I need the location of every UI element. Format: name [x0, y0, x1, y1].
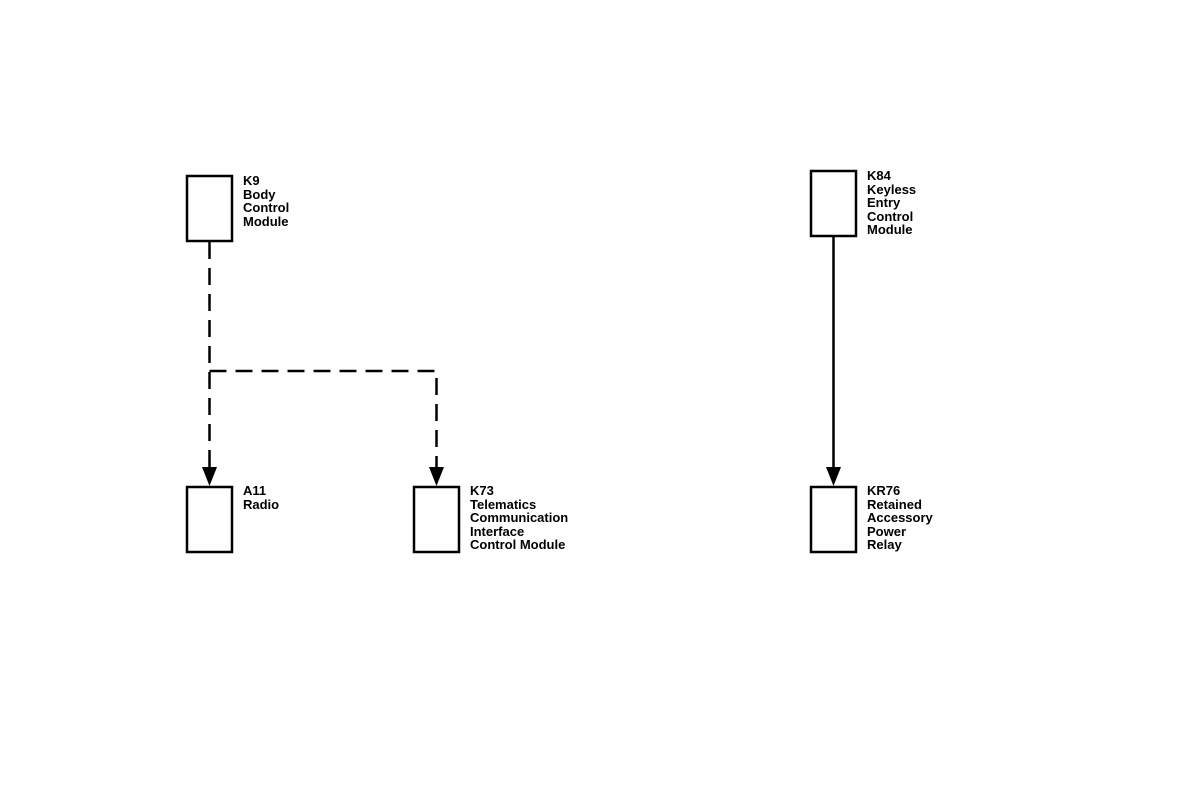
k9-to-k73-wire — [209, 369, 438, 469]
k73-label-line: Communication — [470, 510, 569, 525]
kr76-label-line: KR76 — [867, 483, 901, 498]
k9-label-line: K9 — [243, 173, 260, 188]
k84-label-line: Entry — [867, 195, 901, 210]
a11-label-line: A11 — [243, 483, 267, 498]
a11-label-line: Radio — [243, 496, 280, 512]
kr76-arrowhead — [826, 467, 841, 486]
k84-label-line: Module — [867, 222, 913, 237]
kr76-label-line: Retained — [867, 496, 922, 512]
k9-label: K9 Body Control Module — [243, 174, 289, 228]
kr76-label-line: Accessory — [867, 510, 933, 525]
k84-module-box — [809, 169, 858, 238]
k73-module-box — [412, 485, 461, 554]
k73-label: K73 Telematics Communication Interface C… — [470, 484, 568, 552]
k9-label-line: Body — [243, 186, 276, 202]
a11-module-box — [185, 485, 234, 554]
k73-label-line: Interface — [470, 523, 525, 539]
k84-label-line: Control — [867, 208, 914, 224]
kr76-label: KR76 Retained Accessory Power Relay — [867, 484, 933, 552]
k84-label-line: Keyless — [867, 181, 917, 197]
k73-arrowhead — [429, 467, 444, 486]
a11-arrowhead — [202, 467, 217, 486]
k9-module-box — [185, 174, 234, 243]
kr76-module-box — [809, 485, 858, 554]
k84-label: K84 Keyless Entry Control Module — [867, 169, 916, 237]
kr76-label-line: Relay — [867, 537, 902, 552]
k73-label-line: K73 — [470, 483, 494, 498]
k9-label-line: Module — [243, 213, 289, 229]
k73-label-line: Control Module — [470, 537, 566, 552]
k84-label-line: K84 — [867, 168, 891, 183]
k73-label-line: Telematics — [470, 496, 537, 512]
a11-label: A11 Radio — [243, 484, 279, 511]
k9-label-line: Control — [243, 200, 290, 215]
kr76-label-line: Power — [867, 523, 907, 539]
